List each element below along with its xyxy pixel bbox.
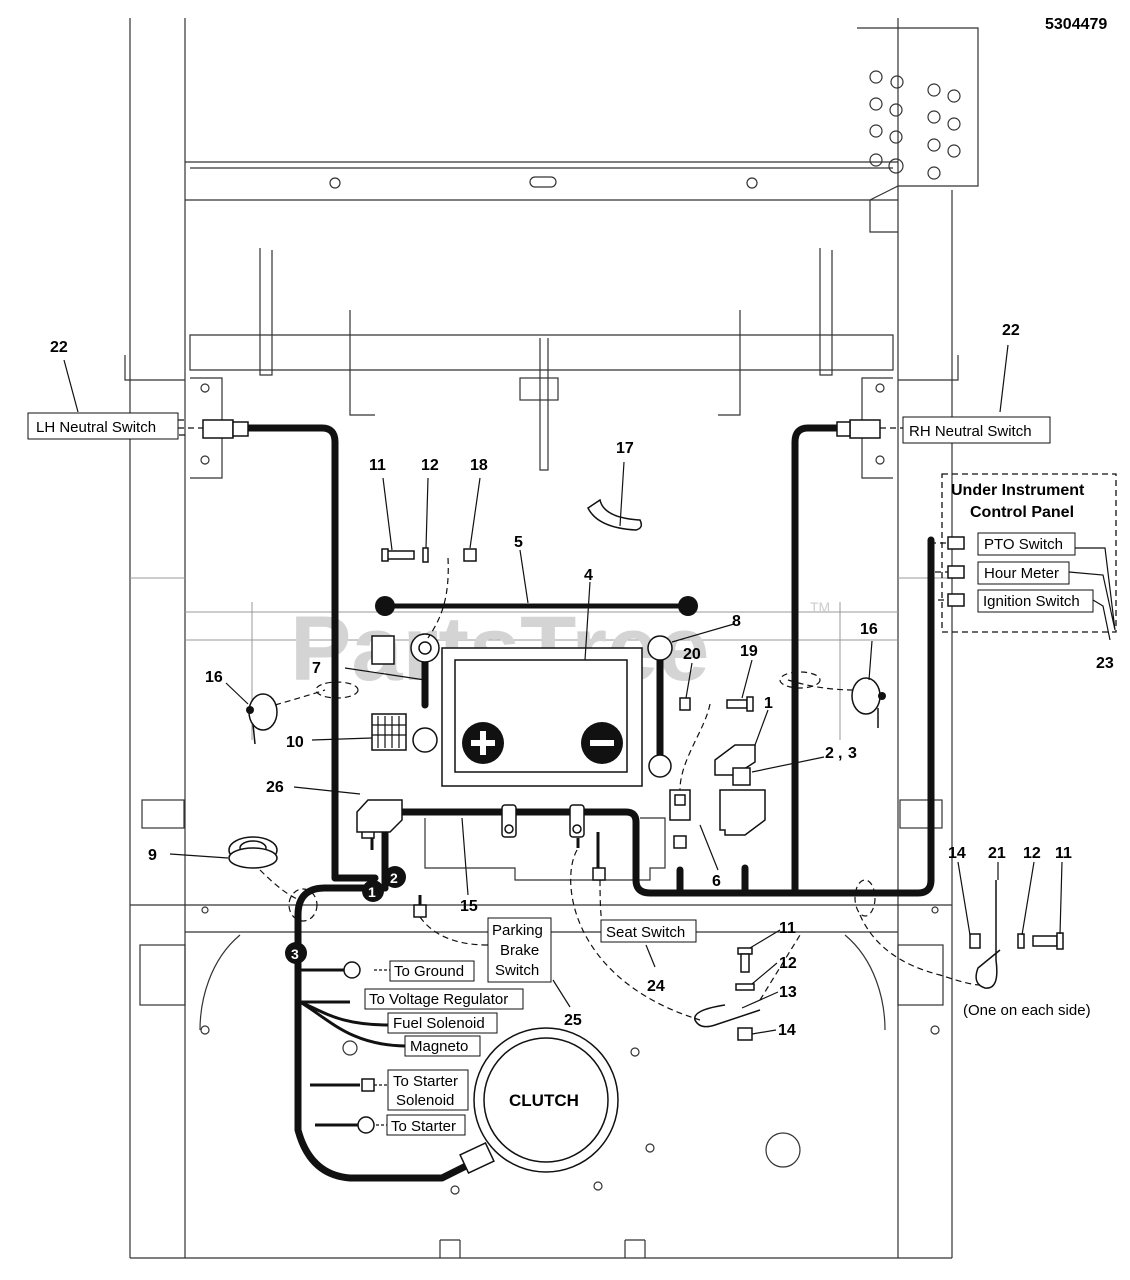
clutch-label: CLUTCH <box>509 1091 579 1110</box>
callout-6: 6 <box>712 873 721 890</box>
plate-holes <box>869 70 961 180</box>
callout-5: 5 <box>514 534 523 551</box>
cable-tie-17 <box>587 498 643 531</box>
wire-harness <box>244 424 935 1182</box>
callout-2: 2 <box>825 745 834 762</box>
route-markers: 1 2 3 <box>285 866 406 964</box>
callout-3: 3 <box>848 745 857 762</box>
callout-24: 24 <box>647 978 665 995</box>
callout-19: 19 <box>740 643 758 660</box>
callout-21: 21 <box>988 845 1006 862</box>
callout-4: 4 <box>584 567 593 584</box>
bolt-assembly-top <box>381 547 754 712</box>
marker-1: 1 <box>368 884 376 900</box>
battery <box>441 647 643 787</box>
relay-26 <box>356 799 403 833</box>
clamp-16-right <box>851 677 886 728</box>
starter-solenoid-label-line1: To Starter <box>393 1073 458 1090</box>
panel-title-line1: Under Instrument <box>951 482 1085 499</box>
callout-20: 20 <box>683 646 701 663</box>
parking-brake-label-line2: Brake <box>500 942 539 959</box>
to-starter-label: To Starter <box>391 1118 456 1135</box>
voltage-regulator-label: To Voltage Regulator <box>369 991 508 1008</box>
grommet-9 <box>228 836 278 869</box>
label-boxes: LH Neutral Switch RH Neutral Switch Unde… <box>27 412 1094 1136</box>
lh-neutral-switch-label: LH Neutral Switch <box>36 419 156 436</box>
callout-16-right: 16 <box>860 621 878 638</box>
marker-2: 2 <box>390 870 398 886</box>
callout-1: 1 <box>764 695 773 712</box>
bolt-assembly-bottom <box>694 880 1064 1041</box>
document-number: 5304479 <box>1045 16 1107 33</box>
rh-neutral-switch-label: RH Neutral Switch <box>909 423 1032 440</box>
relay-6 <box>669 789 691 821</box>
panel-title-line2: Control Panel <box>970 504 1074 521</box>
hour-meter-label: Hour Meter <box>984 565 1059 582</box>
callout-12-bottom: 12 <box>779 955 797 972</box>
callout-leaders <box>63 344 1116 1126</box>
chassis-frame <box>124 18 979 1259</box>
dashed-leaders <box>178 419 981 1021</box>
callout-12-right: 12 <box>1023 845 1041 862</box>
fuse-holder-2-3 <box>719 767 766 836</box>
clutch: CLUTCH <box>473 1027 619 1173</box>
parking-brake-label-line1: Parking <box>492 922 543 939</box>
seat-switch-label: Seat Switch <box>606 924 685 941</box>
to-ground-label: To Ground <box>394 963 464 980</box>
callout-numbers: 22 22 11 12 18 17 5 4 8 20 19 1 2 , 3 16… <box>50 322 1114 1039</box>
callout-11-top: 11 <box>369 457 386 474</box>
callout-17: 17 <box>616 440 634 457</box>
callout-8: 8 <box>732 613 741 630</box>
callout-14-bottom: 14 <box>778 1022 796 1039</box>
watermark-trademark: TM <box>810 599 830 615</box>
parking-brake-label-line3: Switch <box>495 962 539 979</box>
connectors <box>202 419 965 1174</box>
callout-10: 10 <box>286 734 304 751</box>
clamp-16-left <box>246 693 278 745</box>
battery-terminals <box>371 633 673 778</box>
callout-11-bottom: 11 <box>779 920 796 937</box>
pto-switch-label: PTO Switch <box>984 536 1063 553</box>
instrument-panel-area <box>941 473 1117 633</box>
callout-13: 13 <box>779 984 797 1001</box>
callout-7: 7 <box>312 660 321 677</box>
fuel-solenoid-label: Fuel Solenoid <box>393 1015 485 1032</box>
callout-12-top: 12 <box>421 457 439 474</box>
callout-14-right: 14 <box>948 845 966 862</box>
callout-22-left: 22 <box>50 339 68 356</box>
callout-16-left: 16 <box>205 669 223 686</box>
callout-22-right: 22 <box>1002 322 1020 339</box>
ignition-switch-label: Ignition Switch <box>983 593 1080 610</box>
callout-comma: , <box>838 745 842 762</box>
callout-23: 23 <box>1096 655 1114 672</box>
callout-15: 15 <box>460 898 478 915</box>
callout-9: 9 <box>148 847 157 864</box>
marker-3: 3 <box>291 946 299 962</box>
callout-26: 26 <box>266 779 284 796</box>
callout-18: 18 <box>470 457 488 474</box>
fuse-block <box>371 713 407 751</box>
bracket-clips <box>501 804 585 838</box>
starter-solenoid-label-line2: Solenoid <box>396 1092 454 1109</box>
magneto-label: Magneto <box>410 1038 468 1055</box>
callout-11-right: 11 <box>1055 845 1072 862</box>
one-each-side-note: (One on each side) <box>963 1002 1091 1019</box>
callout-25: 25 <box>564 1012 582 1029</box>
